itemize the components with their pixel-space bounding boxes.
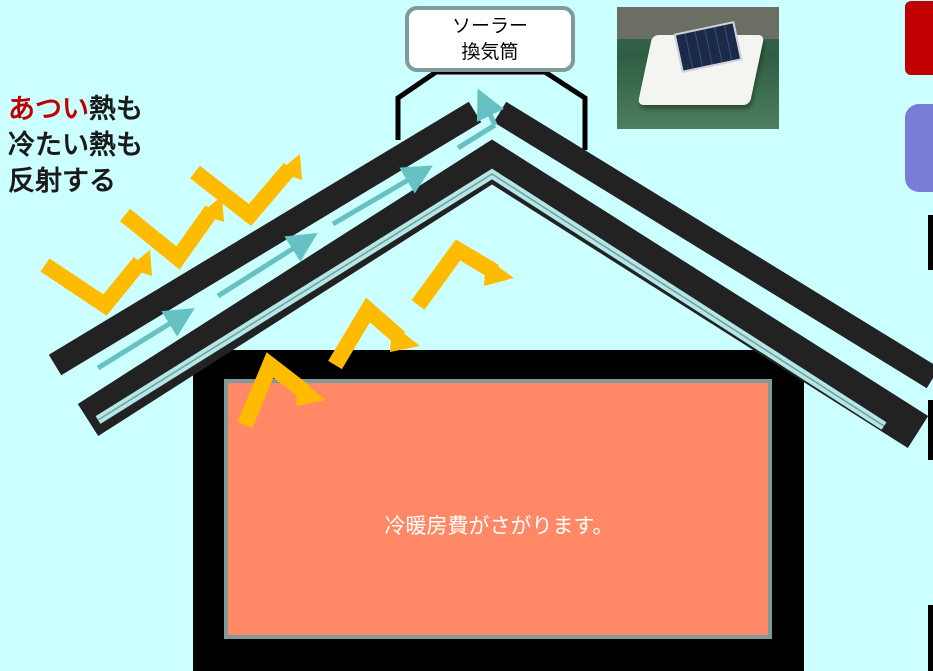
heat-arrow-head: [278, 154, 302, 180]
headline-line-2: 冷たい熱も: [8, 130, 143, 161]
callout-line-2: 換気筒: [461, 41, 519, 63]
callout-line-1: ソーラー: [451, 15, 528, 37]
edge-mark: [928, 215, 933, 270]
room-interior: [224, 379, 772, 639]
hot-word: あつい: [8, 94, 89, 125]
airflow-arrow: [456, 122, 497, 151]
heat-arrow: [237, 352, 310, 429]
heat-arrow: [411, 239, 500, 310]
side-tab-purple[interactable]: [905, 104, 933, 192]
reflected-heat-arrows: [40, 162, 297, 316]
heat-arrow: [40, 256, 147, 316]
interior-heat-arrows: [237, 239, 500, 429]
outer-roof-left: [48, 101, 482, 376]
airflow-arrow: [476, 88, 505, 127]
heat-arrow-head: [390, 324, 420, 352]
airflow-arrow: [331, 165, 433, 227]
edge-mark: [928, 400, 933, 460]
airflow-arrow: [216, 232, 318, 299]
side-tab-red[interactable]: [905, 1, 933, 75]
heat-arrow-head: [128, 250, 152, 276]
reflection-headline: あつい熱も 冷たい熱も 反射する: [8, 92, 143, 200]
headline-line-1-rest: 熱も: [89, 94, 143, 125]
solar-vent-callout: ソーラー 換気筒: [405, 6, 575, 72]
headline-line-3: 反射する: [8, 166, 116, 197]
heat-arrow-head: [484, 258, 514, 286]
heat-arrow: [190, 162, 297, 227]
outer-roof-right: [493, 101, 933, 389]
inner-roof: [77, 139, 929, 449]
airflow-arrow: [96, 308, 195, 371]
insulation-edge: [97, 173, 885, 427]
solar-vent-photo: [617, 7, 779, 129]
heat-arrow: [119, 205, 219, 270]
airflow-arrows: [96, 88, 505, 371]
heat-arrow-head: [296, 378, 326, 406]
room-caption: 冷暖房費がさがります。: [384, 514, 614, 538]
vent-housing: [395, 69, 588, 150]
headline-line-1: あつい熱も: [8, 92, 143, 128]
heat-arrow-head: [200, 196, 224, 222]
edge-mark: [928, 605, 933, 671]
heat-arrow: [328, 297, 406, 370]
